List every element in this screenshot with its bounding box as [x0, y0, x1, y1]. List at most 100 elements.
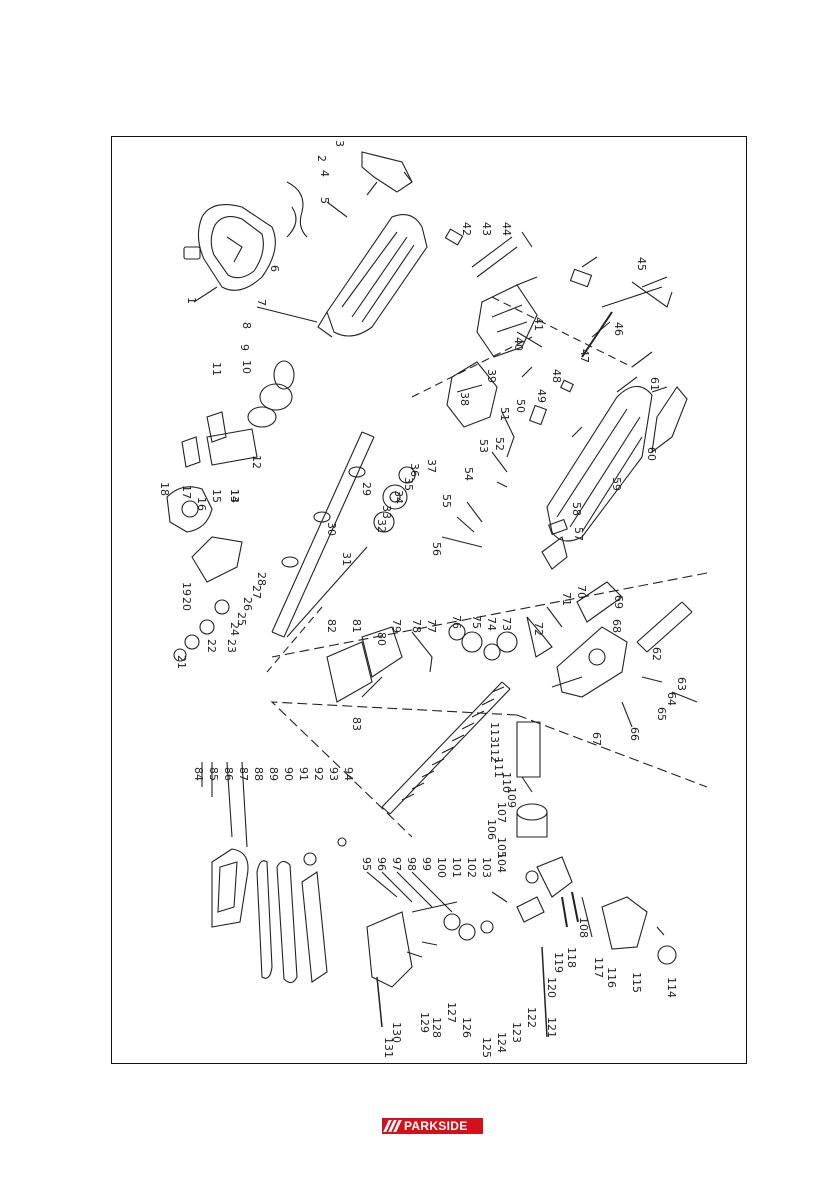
- part-label: 101: [450, 857, 463, 878]
- part-label: 5: [318, 197, 331, 204]
- part-label: 103: [480, 857, 493, 878]
- part-label: 48: [550, 369, 563, 383]
- part-label: 90: [282, 767, 295, 781]
- motor-part: [476, 276, 538, 358]
- part-label: 91: [297, 767, 310, 781]
- part-label: 88: [252, 767, 265, 781]
- part-label: 12: [250, 455, 263, 469]
- part-label: 1: [185, 297, 198, 304]
- part-label: 76: [450, 615, 463, 629]
- part-label: 131: [382, 1037, 395, 1058]
- part-label: 63: [675, 677, 688, 691]
- part-label: 7: [255, 299, 268, 306]
- cable-part: [286, 181, 308, 238]
- telescopic-tube-part: [271, 431, 375, 638]
- part-label: 62: [650, 647, 663, 661]
- parkside-logo: PARKSIDE: [382, 1118, 483, 1134]
- part-label: 97: [390, 857, 403, 871]
- part-label: 25: [235, 612, 248, 626]
- part-label: 9: [238, 344, 251, 351]
- part-label: 35: [402, 477, 415, 491]
- part-label: 54: [462, 467, 475, 481]
- part-label: 22: [205, 639, 218, 653]
- switch-lever-part: [631, 281, 673, 308]
- part-label: 38: [458, 392, 471, 406]
- part-label: 80: [375, 632, 388, 646]
- logo-stripes-icon: [383, 1120, 402, 1132]
- separator-line-2: [270, 701, 518, 838]
- part-label: 71: [560, 592, 573, 606]
- part-label: 122: [525, 1007, 538, 1028]
- part-label: 19: [180, 582, 193, 596]
- part-label: 112: [488, 742, 501, 763]
- gear-head-part: [551, 626, 628, 698]
- part-label: 127: [445, 1002, 458, 1023]
- part-label: 114: [665, 977, 678, 998]
- part-label: 21: [175, 655, 188, 669]
- locking-knob-part: [166, 486, 213, 533]
- part-label: 128: [430, 1017, 443, 1038]
- part-label: 102: [465, 857, 478, 878]
- separator-line-1: [271, 572, 708, 658]
- part-label: 92: [312, 767, 325, 781]
- part-label: 73: [500, 617, 513, 631]
- part-label: 113: [488, 722, 501, 743]
- part-label: 32: [375, 519, 388, 533]
- part-label: 89: [267, 767, 280, 781]
- part-label: 116: [605, 967, 618, 988]
- main-handle-housing: [317, 214, 428, 338]
- part-label: 29: [360, 482, 373, 496]
- part-label: 95: [360, 857, 373, 871]
- exploded-parts-diagram: 1 2 3 4 5 6 7 8 9 10 11 12 13 14 15 16 1…: [111, 136, 747, 1064]
- part-label: 4: [318, 170, 331, 177]
- part-label: 53: [477, 439, 490, 453]
- pump-cylinder-part: [516, 721, 541, 793]
- saw-cover-part: [211, 848, 249, 928]
- part-label: 58: [570, 502, 583, 516]
- part-label: 124: [495, 1032, 508, 1053]
- end-cap-part: [657, 945, 677, 965]
- handle-guard-part: [183, 204, 276, 291]
- part-label: 30: [325, 522, 338, 536]
- part-label: 42: [460, 222, 473, 236]
- part-label: 66: [628, 727, 641, 741]
- part-label: 67: [590, 732, 603, 746]
- part-label: 100: [435, 857, 448, 878]
- part-label: 36: [408, 463, 421, 477]
- part-label: 115: [630, 972, 643, 993]
- part-label: 117: [592, 957, 605, 978]
- part-label: 77: [425, 619, 438, 633]
- part-label: 33: [380, 505, 393, 519]
- part-label: 126: [460, 1017, 473, 1038]
- part-label: 51: [498, 407, 511, 421]
- part-label: 23: [225, 639, 238, 653]
- part-label: 86: [222, 767, 235, 781]
- part-label: 94: [342, 767, 355, 781]
- part-label: 125: [480, 1037, 493, 1058]
- part-label: 74: [485, 617, 498, 631]
- part-label: 118: [565, 947, 578, 968]
- part-label: 10: [240, 360, 253, 374]
- part-label: 70: [575, 585, 588, 599]
- motor-housing-part: [446, 361, 498, 428]
- upper-grip-part: [361, 151, 413, 193]
- part-label: 57: [572, 527, 585, 541]
- part-label: 6: [268, 265, 281, 272]
- part-label: 47: [578, 349, 591, 363]
- drive-rod-part: [286, 546, 368, 638]
- part-label: 83: [350, 717, 363, 731]
- rear-grip-part: [651, 386, 688, 454]
- part-label: 55: [440, 494, 453, 508]
- part-label: 82: [325, 619, 338, 633]
- part-label: 68: [610, 619, 623, 633]
- cutting-blade-part: [381, 681, 511, 815]
- part-label: 39: [485, 369, 498, 383]
- part-label: 96: [375, 857, 388, 871]
- part-label: 50: [514, 399, 527, 413]
- part-label: 72: [532, 622, 545, 636]
- part-label: 16: [195, 497, 208, 511]
- part-label: 20: [180, 597, 193, 611]
- part-label: 37: [425, 459, 438, 473]
- part-label: 14: [228, 489, 241, 503]
- part-label: 34: [392, 490, 405, 504]
